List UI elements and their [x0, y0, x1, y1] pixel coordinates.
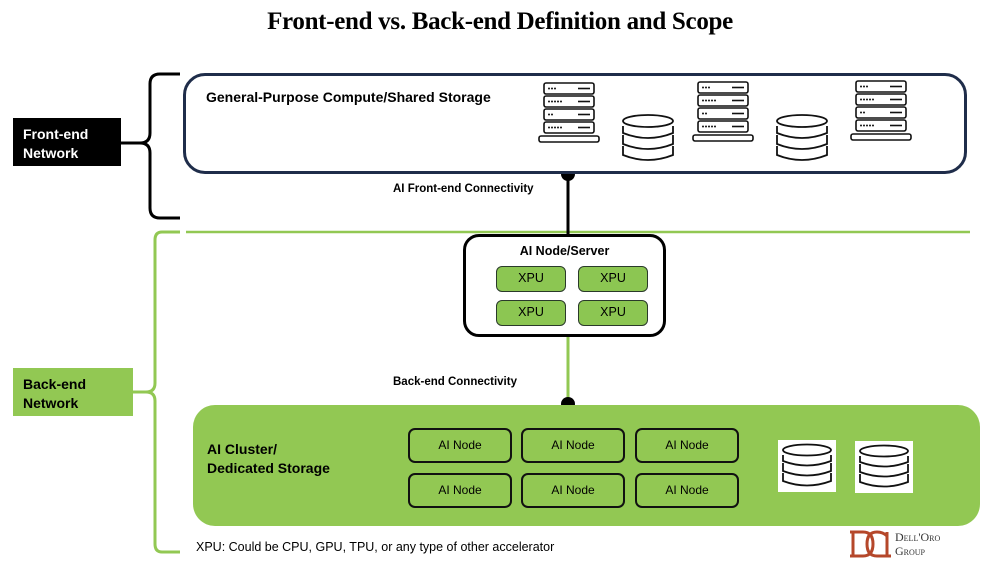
ai-cluster-title-line1: AI Cluster/ — [207, 441, 278, 457]
ai-cluster-title-line2: Dedicated Storage — [207, 460, 330, 476]
xpu-chip: XPU — [578, 300, 648, 326]
storage-tile — [855, 441, 913, 493]
ai-node: AI Node — [521, 428, 625, 463]
xpu-chip: XPU — [578, 266, 648, 292]
back-end-label-line1: Back-end — [23, 376, 87, 392]
front-end-connectivity-label: AI Front-end Connectivity — [393, 183, 534, 195]
front-end-network-label: Front-end Network — [13, 118, 121, 166]
back-end-bracket — [133, 230, 180, 554]
xpu-chip: XPU — [496, 300, 566, 326]
diagram-title: Front-end vs. Back-end Definition and Sc… — [267, 8, 733, 35]
general-purpose-compute-title: General-Purpose Compute/Shared Storage — [206, 89, 491, 105]
front-end-bracket — [121, 72, 180, 220]
server-rack-icon — [692, 81, 754, 142]
logo-text: Dell'Oro Group — [895, 530, 940, 558]
database-icon — [622, 114, 674, 161]
ai-node: AI Node — [521, 473, 625, 508]
ai-cluster-box: AI Cluster/ Dedicated Storage AI Node AI… — [193, 405, 980, 526]
ai-node: AI Node — [408, 473, 512, 508]
logo-line2: Group — [895, 544, 926, 558]
back-end-network-label: Back-end Network — [13, 368, 133, 416]
server-rack-icon — [538, 82, 600, 143]
storage-tile — [778, 440, 836, 492]
database-icon — [776, 114, 828, 161]
delloro-logo: Dell'Oro Group — [849, 528, 969, 562]
back-end-connectivity-label: Back-end Connectivity — [393, 376, 517, 388]
dg-monogram-icon — [850, 530, 891, 558]
front-end-label-line1: Front-end — [23, 126, 89, 142]
ai-node: AI Node — [635, 428, 739, 463]
xpu-chip: XPU — [496, 266, 566, 292]
database-icon — [859, 444, 909, 488]
ai-node-server-title: AI Node/Server — [519, 244, 610, 258]
database-icon — [782, 443, 832, 487]
ai-cluster-title: AI Cluster/ Dedicated Storage — [207, 440, 330, 478]
ai-node: AI Node — [635, 473, 739, 508]
logo-line1: Dell'Oro — [895, 530, 941, 544]
front-end-label-line2: Network — [23, 145, 79, 161]
xpu-footnote: XPU: Could be CPU, GPU, TPU, or any type… — [196, 540, 555, 554]
ai-node-server-box: AI Node/Server XPU XPU XPU XPU — [463, 234, 666, 337]
ai-node: AI Node — [408, 428, 512, 463]
server-rack-icon — [850, 80, 912, 141]
back-end-label-line2: Network — [23, 395, 79, 411]
